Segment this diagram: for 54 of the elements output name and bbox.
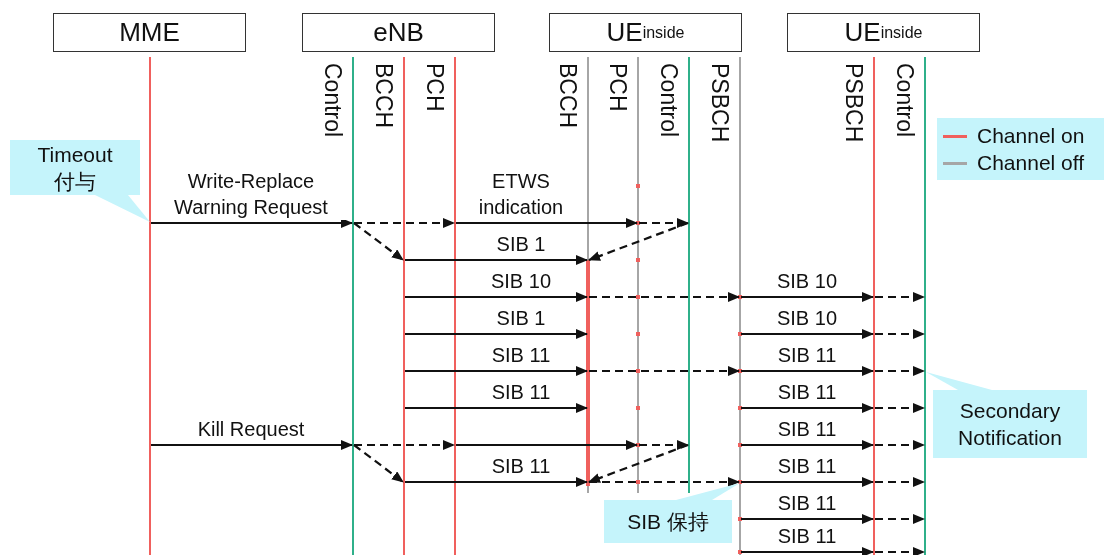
- arrow: [456, 440, 638, 450]
- arrow: [405, 255, 588, 265]
- channel-label: BCCH: [371, 63, 397, 129]
- arrow: [405, 292, 588, 302]
- arrow: [741, 477, 874, 487]
- dashed-arrow: [875, 329, 925, 339]
- channel-label: Control: [320, 63, 346, 138]
- arrow: [151, 218, 353, 228]
- dashed-arrow: [639, 440, 689, 450]
- dashed-arrow: [588, 221, 689, 262]
- dashed-arrow: [875, 366, 925, 376]
- arrow: [456, 218, 638, 228]
- dashed-arrow: [354, 440, 455, 450]
- arrow: [405, 366, 588, 376]
- arrow: [741, 403, 874, 413]
- lifeline: [149, 57, 151, 555]
- dashed-arrow: [588, 443, 689, 484]
- dashed-arrow: [639, 218, 689, 228]
- channel-label: Control: [656, 63, 682, 138]
- arrow: [741, 514, 874, 524]
- callout-pointer: [95, 195, 150, 222]
- dashed-arrow: [875, 403, 925, 413]
- dashed-arrow: [875, 547, 925, 555]
- dashed-arrow: [875, 292, 925, 302]
- dashed-arrow: [875, 477, 925, 487]
- legend-text: Channel on: [977, 124, 1085, 148]
- arrow: [405, 329, 588, 339]
- dashed-arrow: [875, 440, 925, 450]
- callout-pointer: [926, 372, 992, 390]
- channel-label: BCCH: [555, 63, 581, 129]
- dashed-arrow: [589, 292, 740, 302]
- participant-box: eNB: [302, 13, 495, 52]
- dashed-arrow: [589, 366, 740, 376]
- channel-label: PSBCH: [707, 63, 733, 143]
- arrow: [405, 403, 588, 413]
- arrow: [405, 477, 588, 487]
- channel-label: PCH: [422, 63, 448, 112]
- channel-label: PCH: [605, 63, 631, 112]
- arrow: [741, 366, 874, 376]
- dashed-arrow: [353, 222, 404, 261]
- arrow: [151, 440, 353, 450]
- participant-box: MME: [53, 13, 246, 52]
- arrow: [741, 547, 874, 555]
- callout-pointer: [676, 483, 740, 500]
- channel-label: PSBCH: [841, 63, 867, 143]
- dashed-arrow: [589, 477, 740, 487]
- channel-label: Control: [892, 63, 918, 138]
- dashed-arrow: [353, 444, 404, 483]
- dashed-arrow: [875, 514, 925, 524]
- arrow: [741, 329, 874, 339]
- arrow: [741, 440, 874, 450]
- legend-text: Channel off: [977, 151, 1085, 175]
- arrow: [741, 292, 874, 302]
- dashed-arrow: [354, 218, 455, 228]
